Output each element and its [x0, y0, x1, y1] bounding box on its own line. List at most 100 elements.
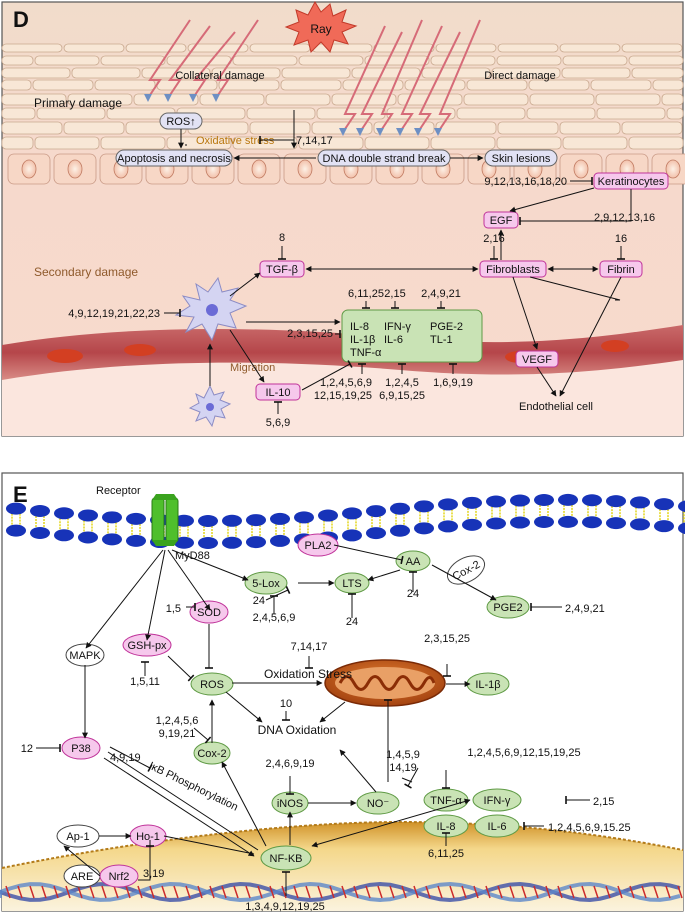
epidermis-cell	[526, 107, 596, 120]
epidermis-cell	[456, 107, 526, 120]
d-cells	[174, 276, 248, 428]
radiation-beam	[342, 25, 386, 133]
epidermis-cell	[666, 107, 684, 120]
lipid-head	[606, 517, 626, 530]
epidermis-cell	[246, 107, 316, 120]
epidermis-cell	[435, 121, 497, 135]
cyto-top-refs-2: 2,15	[384, 288, 405, 300]
gshpx-refs: 1,5,11	[130, 676, 160, 688]
dna-base-pair	[677, 885, 683, 899]
lipid-head	[390, 502, 410, 515]
dna-base-pair	[569, 885, 575, 899]
red-blood-cell	[601, 340, 629, 352]
lipid-head	[630, 518, 650, 531]
keratinocytes-node-label: Keratinocytes	[598, 176, 665, 188]
nrf2-node-label: Nrf2	[109, 871, 130, 883]
epidermis-cell	[265, 93, 331, 106]
dna-refs: 10	[280, 698, 292, 710]
dna-base-pair	[629, 885, 635, 899]
lipid-head	[678, 500, 685, 513]
dna-base-pair	[221, 885, 227, 899]
epidermis-cell	[67, 93, 133, 106]
lox-node: 5-Lox	[244, 571, 288, 595]
epidermis-cell	[1, 136, 34, 150]
epidermis-cell	[232, 55, 298, 66]
pge2-node: PGE2	[486, 595, 530, 619]
cell-nucleus	[251, 159, 267, 179]
epidermis-cell	[166, 55, 232, 66]
cox2-refs-a: 1,2,4,5,6	[156, 715, 199, 727]
skin-lesions-node	[484, 149, 558, 167]
dna-base-pair	[665, 885, 671, 899]
e-arrows	[36, 544, 590, 896]
collateral-damage-label: Collateral damage	[175, 70, 264, 82]
dna-base-pair	[521, 885, 527, 899]
epidermis-cell	[34, 136, 100, 150]
dna-base-pair	[245, 885, 251, 899]
nrf2-refs: 3,19	[143, 868, 164, 880]
apoptosis-node	[115, 149, 233, 167]
lipid-head	[414, 522, 434, 535]
epidermis-cell	[364, 136, 430, 150]
no-node-label: NO⁻	[367, 798, 390, 810]
il6-node-label: IL-6	[488, 821, 507, 833]
oxidative-stress-refs: 7,14,17	[296, 135, 333, 147]
dna-base-pair	[89, 885, 95, 899]
epidermis-cell	[661, 93, 684, 106]
no-refs-b: 14,19	[389, 762, 417, 774]
epidermis-cell	[63, 121, 125, 135]
aa-node: AA	[395, 550, 431, 572]
cox2-top-node: Cox-2	[446, 555, 486, 585]
epidermis-cell	[71, 67, 141, 79]
dna-base-pair	[641, 885, 647, 899]
epidermis-cell	[561, 67, 631, 79]
nfkb-node: NF-KB	[260, 845, 312, 871]
cytokine-tnfa: TNF-α	[350, 347, 382, 359]
cytokine-tl1: TL-1	[430, 334, 453, 346]
sod-node: SOD	[189, 600, 229, 624]
epidermis-cell	[1, 55, 34, 66]
epidermis-cell	[1, 43, 63, 53]
epidermis-cell	[631, 67, 684, 79]
d-nodes: ROS↑ Oxidative stress 7,14,17 Apoptosis …	[68, 112, 669, 429]
radiation-beam	[417, 31, 461, 133]
p38-ikb-refs: 4,9,19	[110, 752, 141, 764]
migration-label: Migration	[230, 362, 275, 374]
ros-node: ROS	[190, 672, 234, 696]
lipid-head	[246, 514, 266, 527]
epidermis-cell	[1, 79, 32, 91]
cyto-bot-refs-1b: 12,15,19,25	[314, 390, 372, 402]
ifng-node-label: IFN-γ	[484, 795, 511, 807]
radiation-beams	[144, 19, 481, 136]
lipid-head	[510, 516, 530, 529]
epidermis-cell	[466, 79, 528, 91]
radiation-tip	[144, 94, 152, 102]
no-node: NO⁻	[356, 791, 400, 815]
il6-node: IL-6	[474, 814, 520, 838]
dna-base-pair	[41, 885, 47, 899]
lipid-head	[126, 512, 146, 525]
il10-node	[255, 383, 301, 401]
p38-node-label: P38	[71, 743, 91, 755]
ifng-refs: 2,15	[593, 796, 614, 808]
lipid-head	[294, 511, 314, 524]
are-node: ARE	[63, 864, 101, 888]
lipid-head	[270, 534, 290, 547]
dna-break-node-label: DNA double strand break	[323, 153, 446, 165]
tgf-node	[259, 260, 305, 278]
dna-base-pair	[317, 885, 323, 899]
epidermis-cell	[496, 55, 562, 66]
inos-refs: 2,4,6,9,19	[266, 758, 315, 770]
radiation-beam	[379, 19, 423, 133]
lipid-head	[126, 534, 146, 547]
panel-d-letter: D	[13, 7, 29, 32]
lipid-head	[534, 515, 554, 528]
fibrin-node-label: Fibrin	[607, 264, 635, 276]
epidermis-cell	[373, 43, 435, 53]
radiation-beam	[399, 25, 443, 133]
il1b-refs: 2,3,15,25	[424, 633, 470, 645]
e-refs: 24 24 24 2,4,5,6,9 2,4,9,21 1,5 1,5,11 7…	[21, 588, 631, 913]
fibroblasts-node-label: Fibroblasts	[486, 264, 540, 276]
dna-base-pair	[29, 885, 35, 899]
lts-node-label: LTS	[342, 578, 361, 590]
